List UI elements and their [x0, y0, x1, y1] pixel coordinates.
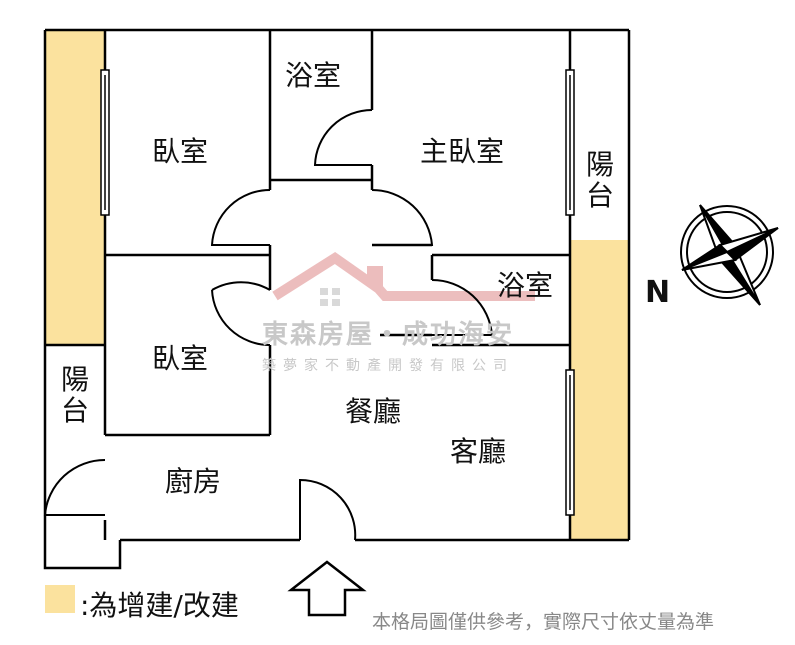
- room-balcony-left: 陽台: [60, 363, 89, 427]
- watermark-logo: [272, 251, 535, 306]
- legend-swatch: [45, 585, 75, 613]
- walls: [43, 28, 631, 570]
- added-area-left: [46, 31, 105, 345]
- watermark-company: 築夢家不動產開發有限公司: [262, 358, 514, 374]
- entrance-arrow-icon: [287, 560, 367, 617]
- room-bath-mid: 浴室: [497, 269, 554, 302]
- windows: [100, 69, 575, 516]
- room-living: 客廳: [450, 435, 507, 468]
- watermark-brand: 東森房屋・成功海安: [262, 320, 515, 350]
- room-balcony-right: 陽台: [585, 148, 614, 212]
- room-bedroom-mid: 臥室: [152, 342, 209, 375]
- compass-north-label: N: [645, 275, 671, 310]
- room-kitchen: 廚房: [165, 465, 222, 498]
- room-dining: 餐廳: [345, 395, 402, 428]
- room-bath-top: 浴室: [285, 59, 342, 92]
- room-bedroom-top: 臥室: [152, 135, 209, 168]
- disclaimer: 本格局圖僅供參考，實際尺寸依丈量為準: [372, 611, 715, 633]
- doors: [43, 109, 494, 541]
- added-area-right: [571, 240, 629, 540]
- room-master-bedroom: 主臥室: [420, 135, 505, 168]
- legend-text: :為增建/改建: [80, 589, 239, 622]
- compass-icon: [680, 204, 779, 306]
